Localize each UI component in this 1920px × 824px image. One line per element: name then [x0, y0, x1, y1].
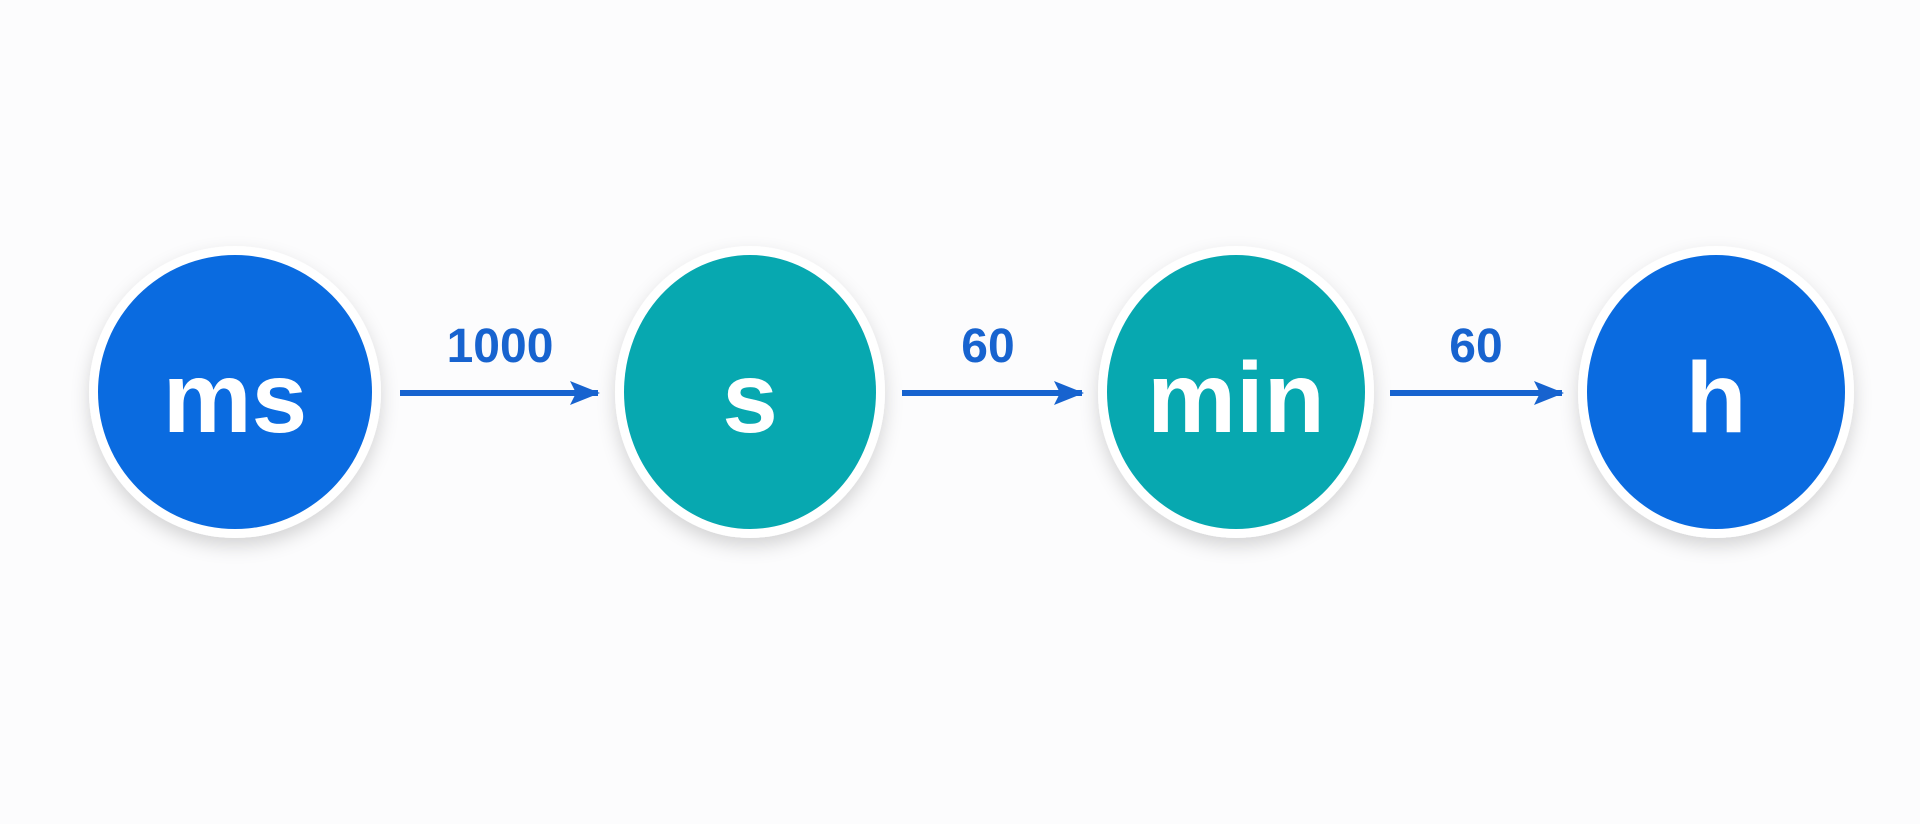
conversion-factor-label: 60	[961, 320, 1014, 373]
node-circle	[1587, 255, 1845, 529]
node-circle	[624, 255, 876, 529]
unit-label: min	[1147, 342, 1325, 454]
unit-label: ms	[163, 342, 308, 454]
unit-label: h	[1685, 342, 1746, 454]
node-circle	[1107, 255, 1365, 529]
arrow-ms-to-s: 1000	[400, 320, 600, 405]
unit-label: s	[722, 342, 778, 454]
unit-node-h: h	[1578, 246, 1854, 538]
arrow-min-to-h: 60	[1390, 320, 1564, 405]
arrow-s-to-min: 60	[902, 320, 1084, 405]
node-circle	[98, 255, 372, 529]
unit-node-s: s	[615, 246, 885, 538]
conversion-factor-label: 1000	[447, 320, 554, 373]
unit-node-min: min	[1098, 246, 1374, 538]
unit-node-ms: ms	[89, 246, 381, 538]
conversion-factor-label: 60	[1449, 320, 1502, 373]
